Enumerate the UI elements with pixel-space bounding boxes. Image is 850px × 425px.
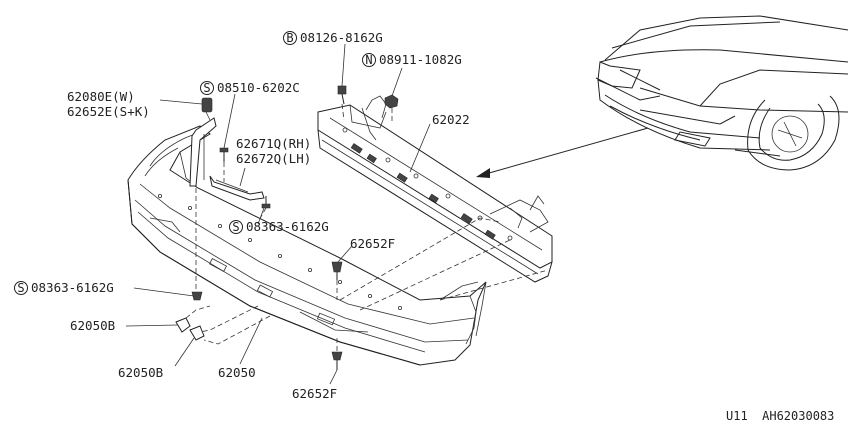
side-bracket-62080e [189,97,217,187]
screw-s1-prefix: S [203,81,210,95]
label-62050b-upper: 62050B [70,318,115,333]
nut-n-prefix: N [365,53,372,67]
screw-s3-prefix: S [17,281,24,295]
prefix-markers [14,31,376,295]
label-clip-62652f-upper: 62652F [350,236,395,251]
bolt-b-prefix: B [286,31,293,45]
bumper-stay-62671q [209,175,265,201]
label-clip-62652f-lower: 62652F [292,386,337,401]
label-stay-62671q: 62671Q(RH) [236,136,311,151]
bumper-reinforcement-62022 [317,95,553,283]
label-reinforcement-62022: 62022 [432,112,470,127]
label-stay-62672q: 62672Q(LH) [236,151,311,166]
screw-s2-prefix: S [232,220,239,234]
label-nut-08911: 08911-1082G [379,52,462,67]
car-front-corner-illustration [595,15,849,171]
label-bolt-08126: 08126-8162G [300,30,383,45]
diagram-code: U11 AH62030083 [726,409,834,423]
label-bracket-62080e: 62080E(W) [67,89,135,104]
bumper-fascia-62050 [127,125,487,366]
assembly-dashed-lines [185,103,549,352]
label-screw-08363-upper: 08363-6162G [246,219,329,234]
fasteners [175,85,399,370]
label-screw-08510: 08510-6202C [217,80,300,95]
label-62050b-lower: 62050B [118,365,163,380]
label-bracket-62652e: 62652E(S+K) [67,104,150,119]
label-screw-08363-lower: 08363-6162G [31,280,114,295]
location-arrow [476,127,649,178]
leader-lines [125,43,431,385]
label-fascia-62050: 62050 [218,365,256,380]
